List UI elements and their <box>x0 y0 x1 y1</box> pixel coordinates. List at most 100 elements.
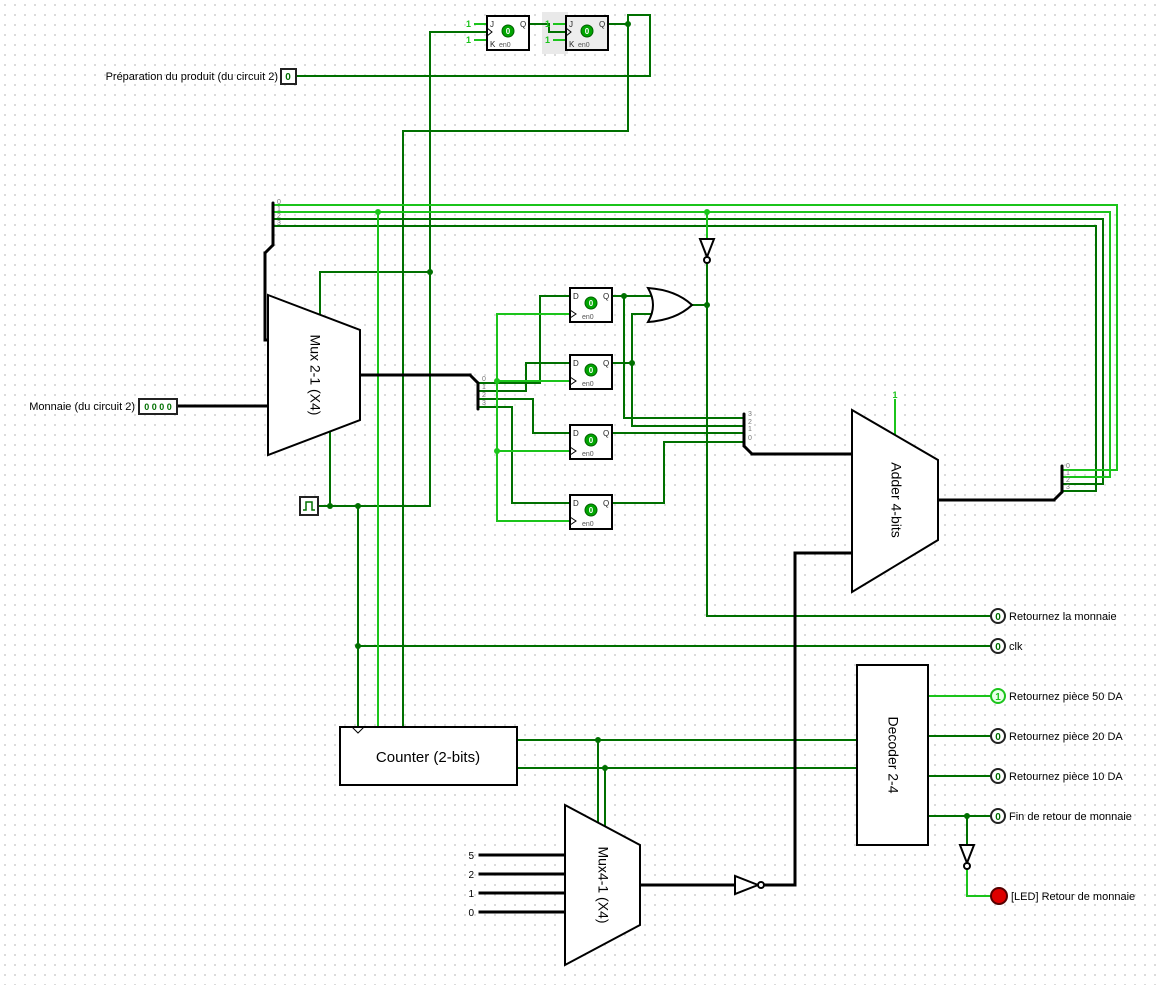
en-label: en0 <box>582 521 594 528</box>
wires-bus[interactable] <box>175 251 1056 914</box>
splitter-bit: 0 <box>748 435 752 442</box>
clock-wedge-icon <box>486 27 493 37</box>
output-pin-label: clk <box>1009 641 1023 653</box>
led-label: [LED] Retour de monnaie <box>1011 891 1135 903</box>
d-flipflop-1[interactable]: D Q en0 0 <box>569 287 613 323</box>
constant-one: 1 <box>545 35 550 45</box>
output-pin-value: 0 <box>995 732 1001 743</box>
q-label: Q <box>603 429 609 438</box>
decoder[interactable]: Decoder 2-4 <box>856 664 929 846</box>
jk-k-label: K <box>569 40 575 49</box>
inverter-bubble-icon <box>757 881 765 889</box>
jk-k-label: K <box>490 40 496 49</box>
output-pin-value: 0 <box>995 612 1001 623</box>
mux41-const-2[interactable]: 1 <box>468 889 474 900</box>
splitter-bit: 0 <box>1066 463 1070 470</box>
constant-one: 1 <box>545 19 550 29</box>
adder[interactable]: Adder 4-bits 1 <box>851 390 939 594</box>
output-pin-value: 0 <box>995 812 1001 823</box>
wire-junctions <box>327 21 970 819</box>
q-label: Q <box>603 499 609 508</box>
splitter-bit: 2 <box>1066 477 1070 484</box>
counter-label: Counter (2-bits) <box>376 749 480 766</box>
wires-low[interactable] <box>272 14 1104 846</box>
splitter-bit: 1 <box>277 206 281 213</box>
output-pin-retournez-la-monnaie[interactable]: 0 Retournez la monnaie <box>990 608 1117 624</box>
jk-flipflop-2[interactable]: 1 1 J Q K en0 0 <box>545 15 609 51</box>
en-label: en0 <box>582 381 594 388</box>
output-pin-label: Retournez pièce 10 DA <box>1009 771 1123 783</box>
output-pin-retournez-piece-50[interactable]: 1 Retournez pièce 50 DA <box>990 688 1123 704</box>
clock-wedge-icon <box>569 309 577 319</box>
clock-wedge-icon <box>565 27 572 37</box>
ff-state-badge <box>501 24 515 38</box>
en-label: en0 <box>582 314 594 321</box>
splitter-bit: 1 <box>482 384 486 391</box>
input-pin-monnaie[interactable]: Monnaie (du circuit 2) 0 0 0 0 <box>29 398 178 415</box>
d-flipflop-4[interactable]: D Q en0 0 <box>569 494 613 530</box>
jk-flipflop-1[interactable]: 1 1 J Q K en0 0 <box>466 15 530 51</box>
inverter-top[interactable] <box>698 238 716 264</box>
output-pin-label: Retournez pièce 20 DA <box>1009 731 1123 743</box>
counter[interactable]: Counter (2-bits) <box>339 726 518 786</box>
d-label: D <box>573 499 579 508</box>
input-pin-preparation[interactable]: Préparation du produit (du circuit 2) 0 <box>106 68 297 85</box>
inverter-bubble-icon <box>963 862 971 870</box>
clock-source[interactable] <box>299 496 319 516</box>
splitter-bit: 3 <box>277 220 281 227</box>
en-label: en0 <box>582 451 594 458</box>
mux41-const-3[interactable]: 0 <box>468 908 474 919</box>
adder-label: Adder 4-bits <box>888 462 904 537</box>
mux41-const-0[interactable]: 5 <box>468 851 474 862</box>
jk-j-label: J <box>490 20 494 29</box>
jk-j-label: J <box>569 20 573 29</box>
d-flipflop-3[interactable]: D Q en0 0 <box>569 424 613 460</box>
jk-q-label: Q <box>520 20 526 29</box>
output-pin-retournez-piece-20[interactable]: 0 Retournez pièce 20 DA <box>990 728 1123 744</box>
output-pin-label: Retournez pièce 50 DA <box>1009 691 1123 703</box>
d-flipflop-2[interactable]: D Q en0 0 <box>569 354 613 390</box>
splitter-bit: 0 <box>482 376 486 383</box>
mux21[interactable]: Mux 2-1 (X4) <box>267 293 361 457</box>
mux41-label: Mux4-1 (X4) <box>595 846 611 923</box>
input-pin-label: Monnaie (du circuit 2) <box>29 401 135 413</box>
ff-state-value: 0 <box>585 27 590 36</box>
ff-state-badge <box>584 363 598 377</box>
or-gate[interactable] <box>646 286 694 324</box>
splitter-bit: 1 <box>748 426 752 433</box>
d-label: D <box>573 429 579 438</box>
output-pin-value: 0 <box>995 772 1001 783</box>
output-pin-label: Retournez la monnaie <box>1009 611 1117 623</box>
constant-one: 1 <box>466 19 471 29</box>
mux41-const-1[interactable]: 2 <box>468 870 474 881</box>
adder-carry-constant[interactable]: 1 <box>892 390 897 400</box>
output-pin-fin-de-retour[interactable]: 0 Fin de retour de monnaie <box>990 808 1132 824</box>
splitter-bit: 0 <box>277 199 281 206</box>
splitters[interactable] <box>263 201 1064 502</box>
q-label: Q <box>603 292 609 301</box>
ff-state-badge <box>580 24 594 38</box>
inverter-led[interactable] <box>958 844 976 870</box>
ff-state-badge <box>584 503 598 517</box>
output-pin-value: 0 <box>995 642 1001 653</box>
input-pin-label: Préparation du produit (du circuit 2) <box>106 71 278 83</box>
jk-q-label: Q <box>599 20 605 29</box>
clock-wave-icon <box>303 501 315 511</box>
led-retour-monnaie[interactable]: [LED] Retour de monnaie <box>990 887 1135 905</box>
wires-high[interactable] <box>272 23 1118 897</box>
output-pin-value: 1 <box>995 692 1001 703</box>
clock-wedge-icon <box>569 516 577 526</box>
input-pin-value: 0 <box>285 72 291 83</box>
ff-state-value: 0 <box>506 27 511 36</box>
output-pin-retournez-piece-10[interactable]: 0 Retournez pièce 10 DA <box>990 768 1123 784</box>
clock-wedge-icon <box>569 376 577 386</box>
output-pin-clk[interactable]: 0 clk <box>990 638 1023 654</box>
not-gate-bottom[interactable] <box>734 874 765 896</box>
mux41[interactable]: Mux4-1 (X4) 5 2 1 0 <box>468 803 641 967</box>
splitter-bit: 2 <box>748 419 752 426</box>
decoder-label: Decoder 2-4 <box>885 716 901 793</box>
splitter-bit: 1 <box>1066 470 1070 477</box>
ff-state-value: 0 <box>589 506 594 515</box>
d-label: D <box>573 359 579 368</box>
